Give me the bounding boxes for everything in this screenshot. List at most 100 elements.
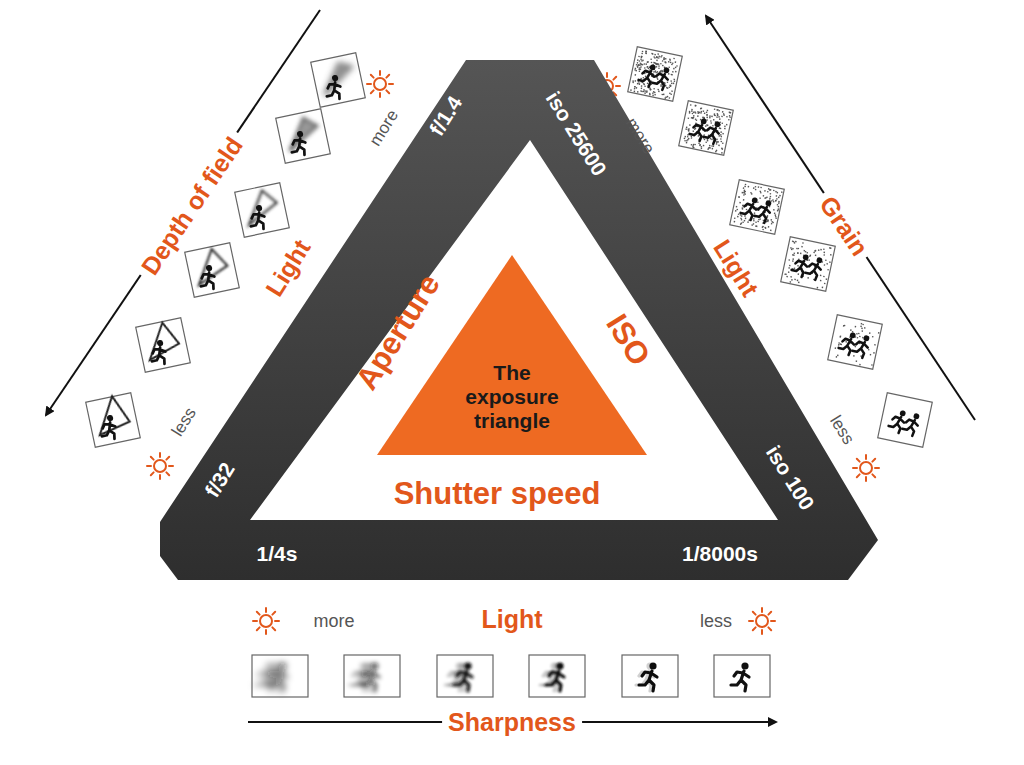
- grain-dot: [720, 141, 722, 143]
- depth-wedge: [319, 61, 356, 95]
- grain-dot: [797, 252, 799, 254]
- grain-dot: [701, 146, 703, 148]
- grain-dot: [859, 364, 861, 366]
- grain-dot: [694, 111, 696, 113]
- figure-head: [751, 197, 758, 204]
- grain-dot: [651, 62, 653, 64]
- grain-dot: [653, 56, 655, 58]
- figure-head: [255, 204, 262, 211]
- grain-dot: [701, 147, 703, 149]
- grain-dot: [717, 115, 719, 117]
- figure-body: [888, 415, 905, 434]
- grain-dot: [694, 144, 696, 146]
- grain-dot: [692, 146, 694, 148]
- grain-dot: [744, 215, 746, 217]
- grain-dot: [797, 252, 799, 254]
- grain-dot: [640, 90, 642, 92]
- grain-dot: [650, 89, 652, 91]
- figure: [651, 65, 670, 90]
- icon-frame: [252, 655, 308, 697]
- wedge-blur: [192, 247, 230, 285]
- grain-dot: [709, 115, 711, 117]
- grain-dot: [676, 65, 678, 67]
- grain-dot: [859, 336, 861, 338]
- grain-dot: [838, 344, 840, 346]
- grain-dot: [779, 195, 781, 197]
- grain-dot: [743, 187, 745, 189]
- grain-dot: [684, 138, 686, 140]
- grain-dot: [741, 215, 743, 217]
- grain-dot: [640, 64, 642, 66]
- grain-dot: [669, 59, 671, 61]
- grain-dot: [777, 210, 779, 212]
- grain-dot: [670, 85, 672, 87]
- grain-dot: [669, 93, 671, 95]
- grain-dot: [640, 58, 642, 60]
- grain-dot: [798, 248, 800, 250]
- grain-dot: [696, 119, 698, 121]
- figure-body: [740, 202, 757, 221]
- grain-dot: [639, 69, 641, 71]
- sharpness-icon: [622, 655, 678, 697]
- grain-dot: [697, 115, 699, 117]
- figure: [546, 662, 564, 691]
- grain-dot: [729, 111, 731, 113]
- sun-ray: [768, 627, 771, 630]
- grain-dot: [820, 275, 822, 277]
- grain-dot: [716, 109, 718, 111]
- grain-dot: [718, 116, 720, 118]
- grain-dot: [656, 56, 658, 58]
- grain-dot: [798, 273, 800, 275]
- grain-dot: [713, 145, 715, 147]
- grain-dot: [878, 332, 880, 334]
- grain-dot: [853, 355, 855, 357]
- grain-dot: [764, 227, 766, 229]
- grain-dot: [636, 87, 638, 89]
- grain-dot: [793, 252, 795, 254]
- grain-dot: [667, 96, 669, 98]
- grain-dot: [691, 136, 693, 138]
- figure-head: [156, 339, 163, 346]
- grain-dot: [635, 70, 637, 72]
- grain-dot: [717, 109, 719, 111]
- grain-dot: [788, 259, 790, 261]
- grain-dot: [744, 191, 746, 193]
- sun-ray: [761, 608, 763, 612]
- grain-dot: [768, 188, 770, 190]
- grain-dot: [771, 200, 773, 202]
- grain-dot: [722, 148, 724, 150]
- grain-dot: [742, 192, 744, 194]
- icon-frame: [781, 237, 836, 292]
- grain-dot: [840, 335, 842, 337]
- grain-dot: [817, 287, 819, 289]
- grain-dot: [830, 254, 832, 256]
- grain-dot: [775, 191, 777, 193]
- grain-dot: [734, 221, 736, 223]
- grain-dot: [653, 62, 655, 64]
- depth-wedge: [92, 394, 131, 435]
- grain-dot: [822, 287, 824, 289]
- grain-dot: [741, 219, 743, 221]
- grain-dot: [839, 343, 841, 345]
- grain-dot: [778, 208, 780, 210]
- sun-ray: [371, 75, 374, 78]
- depth-icon: [235, 183, 290, 238]
- grain-dot: [656, 64, 658, 66]
- grain-dot: [711, 139, 713, 141]
- grain-dot: [648, 68, 650, 70]
- grain-dot: [767, 191, 769, 193]
- grain-icon: [628, 47, 683, 102]
- sun-ray: [257, 627, 260, 630]
- grain-dot: [760, 187, 762, 189]
- grain-dot: [720, 138, 722, 140]
- grain-dot: [718, 135, 720, 137]
- grain-dot: [632, 82, 634, 84]
- grain-dot: [668, 73, 670, 75]
- grain-dot: [815, 250, 817, 252]
- grain-dot: [778, 201, 780, 203]
- scale-end-label: less: [826, 412, 859, 448]
- grain-dot: [792, 240, 794, 242]
- sharpness-icon: [437, 655, 493, 697]
- grain-dot: [852, 331, 854, 333]
- grain-dot: [655, 63, 657, 65]
